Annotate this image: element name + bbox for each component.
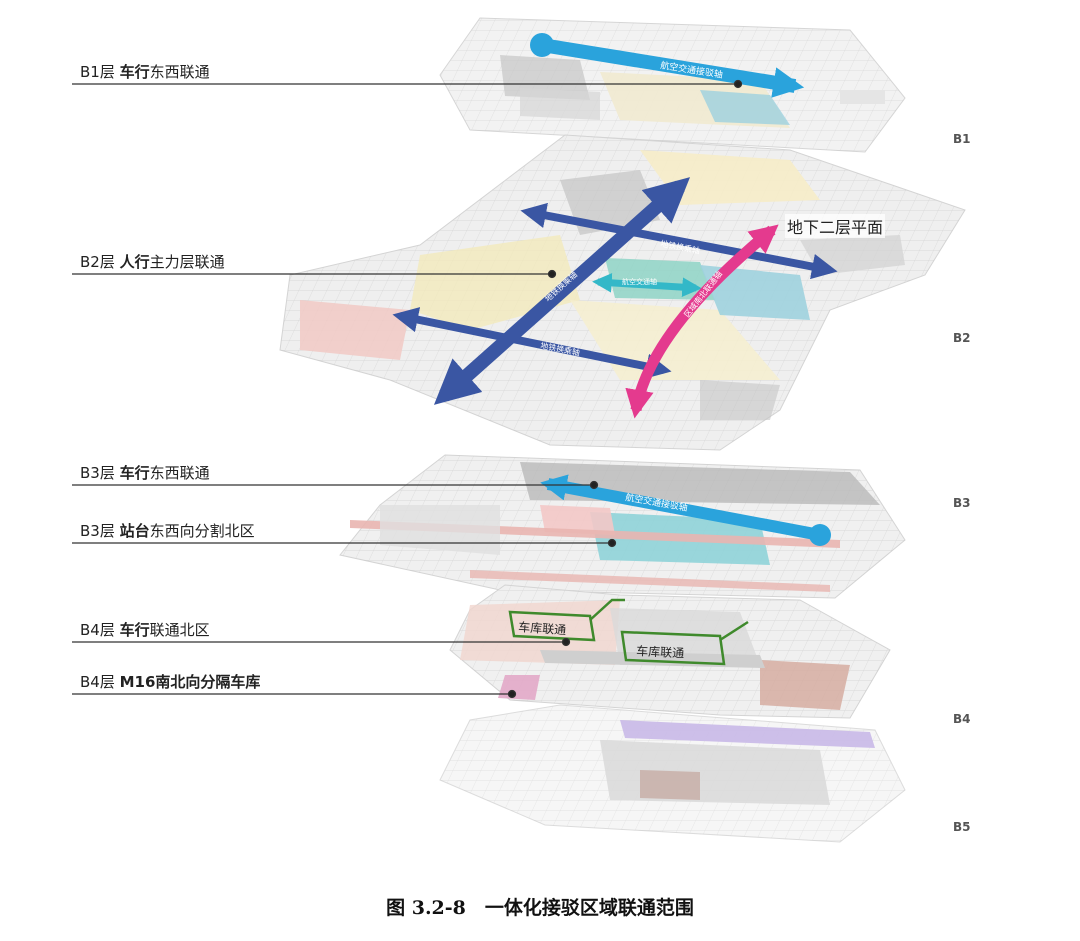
label-b4-garage: B4层 M16南北向分隔车库 [80, 671, 260, 692]
label-bold: 车行 [119, 464, 150, 482]
b2-teal-text: 航空交通轴 [622, 277, 657, 286]
b2-pink-arrow [625, 224, 779, 419]
label-prefix: B1层 [80, 63, 120, 81]
plane-b3 [339, 454, 906, 599]
label-prefix: B3层 [80, 522, 120, 540]
label-prefix: B3层 [80, 464, 120, 482]
leader-lines [72, 79, 743, 699]
level-marker-b5: B5 [953, 820, 971, 834]
plane-b5 [439, 704, 906, 843]
label-prefix: B4层 [80, 621, 120, 639]
label-bold: 车行 [119, 621, 150, 639]
label-bold: 站台 [119, 522, 150, 540]
b3-sky-arrow [540, 474, 831, 546]
label-suffix: 东西向分割北区 [149, 522, 255, 540]
label-b4-vehicle: B4层 车行联通北区 [80, 619, 210, 640]
label-b1-vehicle: B1层 车行东西联通 [80, 61, 210, 82]
label-b3-vehicle: B3层 车行东西联通 [80, 462, 210, 483]
plane-b2 [279, 134, 966, 451]
label-suffix: 东西联通 [149, 464, 210, 482]
plane-b2-label: 地下二层平面 [785, 214, 886, 238]
level-marker-b2: B2 [953, 331, 971, 345]
label-suffix: 东西联通 [149, 63, 210, 81]
garage-loop-left [508, 598, 625, 642]
b1-sky-arrow [530, 33, 805, 98]
label-bold: 人行 [119, 253, 150, 271]
b2-navy-arrow-diagonal [433, 177, 691, 405]
label-prefix: B4层 [80, 673, 120, 691]
label-prefix: B2层 [80, 253, 120, 271]
plane-b4 [449, 584, 891, 719]
label-suffix: 主力层联通 [149, 253, 225, 271]
label-bold: M16南北向分隔车库 [119, 673, 261, 691]
level-marker-b4: B4 [953, 712, 971, 726]
garage-label-left: 车库联通 [518, 619, 567, 637]
label-b2-pedestrian: B2层 人行主力层联通 [80, 251, 225, 272]
garage-label-right: 车库联通 [636, 643, 685, 660]
label-bold: 车行 [119, 63, 150, 81]
label-b3-platform: B3层 站台东西向分割北区 [80, 520, 255, 541]
label-suffix: 联通北区 [149, 621, 210, 639]
figure-caption: 图 3.2-8 一体化接驳区域联通范围 [386, 897, 694, 919]
garage-loop-right [620, 620, 749, 666]
level-marker-b3: B3 [953, 496, 971, 510]
level-marker-b1: B1 [953, 132, 971, 146]
plane-b1 [439, 17, 906, 153]
